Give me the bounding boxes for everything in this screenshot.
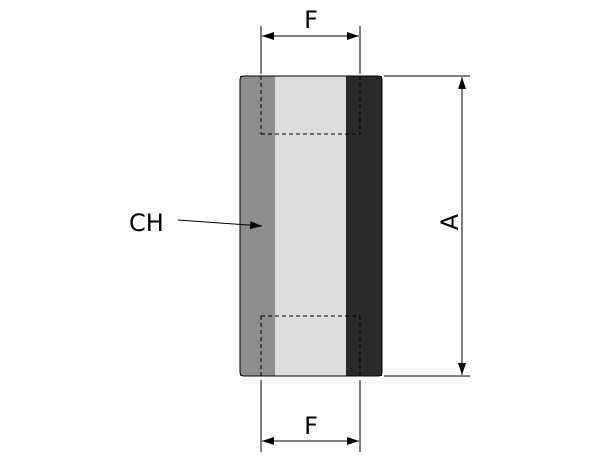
cylinder-bottom-edge [239,371,383,377]
hidden-thread-bottom [260,315,361,376]
dimension-a: A [384,75,470,377]
dimension-label-a: A [436,213,464,230]
dimension-f-bottom: F [260,380,361,452]
leader-arrow [177,219,263,230]
callout-label-ch: CH [129,209,164,237]
cylinder-top-edge [239,75,383,81]
cylinder-center-face [275,76,346,376]
dimension-label-f-bottom: F [304,412,318,440]
hidden-thread-top [260,76,361,135]
cylinder-body [239,75,383,377]
cylinder-right-face [346,76,382,376]
dimension-label-f-top: F [304,6,318,34]
dimension-f-top: F [260,6,361,74]
callout-ch: CH [129,209,263,237]
